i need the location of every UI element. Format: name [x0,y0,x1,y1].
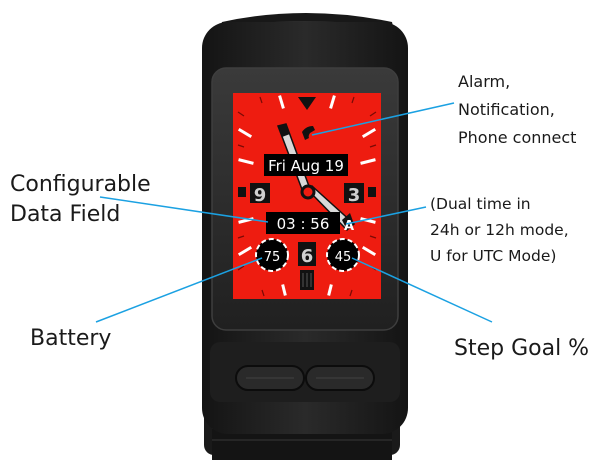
digit-right-box [344,183,364,203]
digit-right: 3 [348,185,361,206]
time-field-box [266,212,340,234]
step-goal-value: 45 [335,250,352,265]
label-data-field: Data Field [10,202,121,227]
pointer-mode [345,206,427,225]
battery-gauge [255,238,289,272]
twelve-marker [298,97,316,110]
label-step-goal: Step Goal % [454,336,590,361]
label-utc-mode: U for UTC Mode) [430,247,557,265]
pointer-step-goal [351,257,493,323]
digit-left-box [250,183,270,203]
digit-left: 9 [254,185,267,206]
digit-bottom: 6 [301,246,314,267]
label-notification: Notification, [458,100,555,119]
label-dual-time: (Dual time in [430,195,531,213]
step-goal-gauge [326,238,360,272]
pointer-lines [95,102,493,323]
pointer-data-field [99,196,269,223]
digit-bottom-box [298,242,316,266]
time-field-text: 03 : 56 [277,215,330,233]
date-text: Fri Aug 19 [268,157,344,175]
label-24h-mode: 24h or 12h mode, [430,221,569,239]
pointer-battery [95,257,263,323]
label-configurable: Configurable [10,172,151,197]
center-pin [300,184,316,200]
date-box [264,154,348,176]
label-phone-connect: Phone connect [458,128,577,147]
label-battery: Battery [30,326,112,351]
phone-connect-icon [302,126,315,140]
battery-value: 75 [264,250,281,265]
minor-ticks [237,96,377,297]
label-alarm: Alarm, [458,72,511,91]
time-mode-indicator: A [344,219,354,234]
pointer-alarm [311,102,455,136]
watch-buttons[interactable] [235,365,375,391]
